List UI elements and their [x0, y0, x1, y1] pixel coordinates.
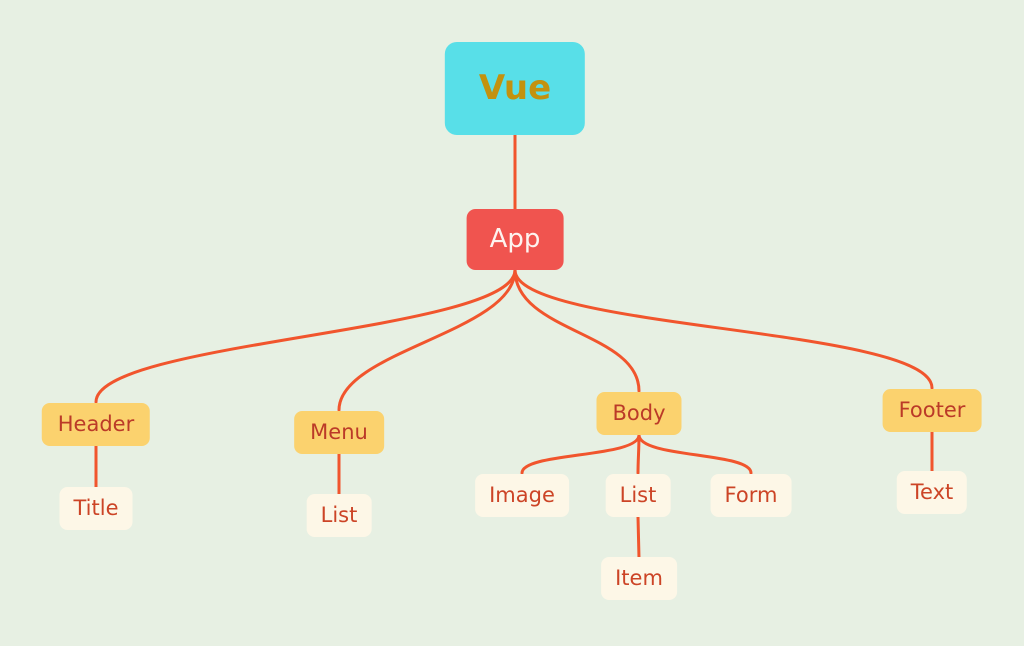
node-footer-text[interactable]: Text: [896, 471, 968, 515]
node-menu-list[interactable]: List: [306, 494, 372, 538]
node-body-list-item[interactable]: Item: [601, 557, 677, 601]
edge-app-footer: [513, 268, 934, 390]
edge-app-menu: [337, 268, 517, 412]
node-header[interactable]: Header: [41, 403, 151, 447]
edge-list-item: [636, 515, 641, 560]
edge-app-header: [94, 268, 517, 404]
node-header-title[interactable]: Title: [59, 487, 133, 531]
node-vue[interactable]: Vue: [444, 42, 586, 135]
edge-app-body: [513, 268, 641, 393]
node-body-form[interactable]: Form: [710, 474, 792, 518]
edge-body-form: [637, 433, 753, 475]
node-menu[interactable]: Menu: [294, 411, 384, 455]
node-body-list[interactable]: List: [605, 474, 671, 518]
edge-body-list: [636, 433, 641, 475]
edge-body-image: [520, 433, 641, 475]
node-app[interactable]: App: [466, 209, 564, 271]
node-body-image[interactable]: Image: [475, 474, 569, 518]
node-body[interactable]: Body: [596, 392, 682, 436]
node-footer[interactable]: Footer: [882, 389, 982, 433]
